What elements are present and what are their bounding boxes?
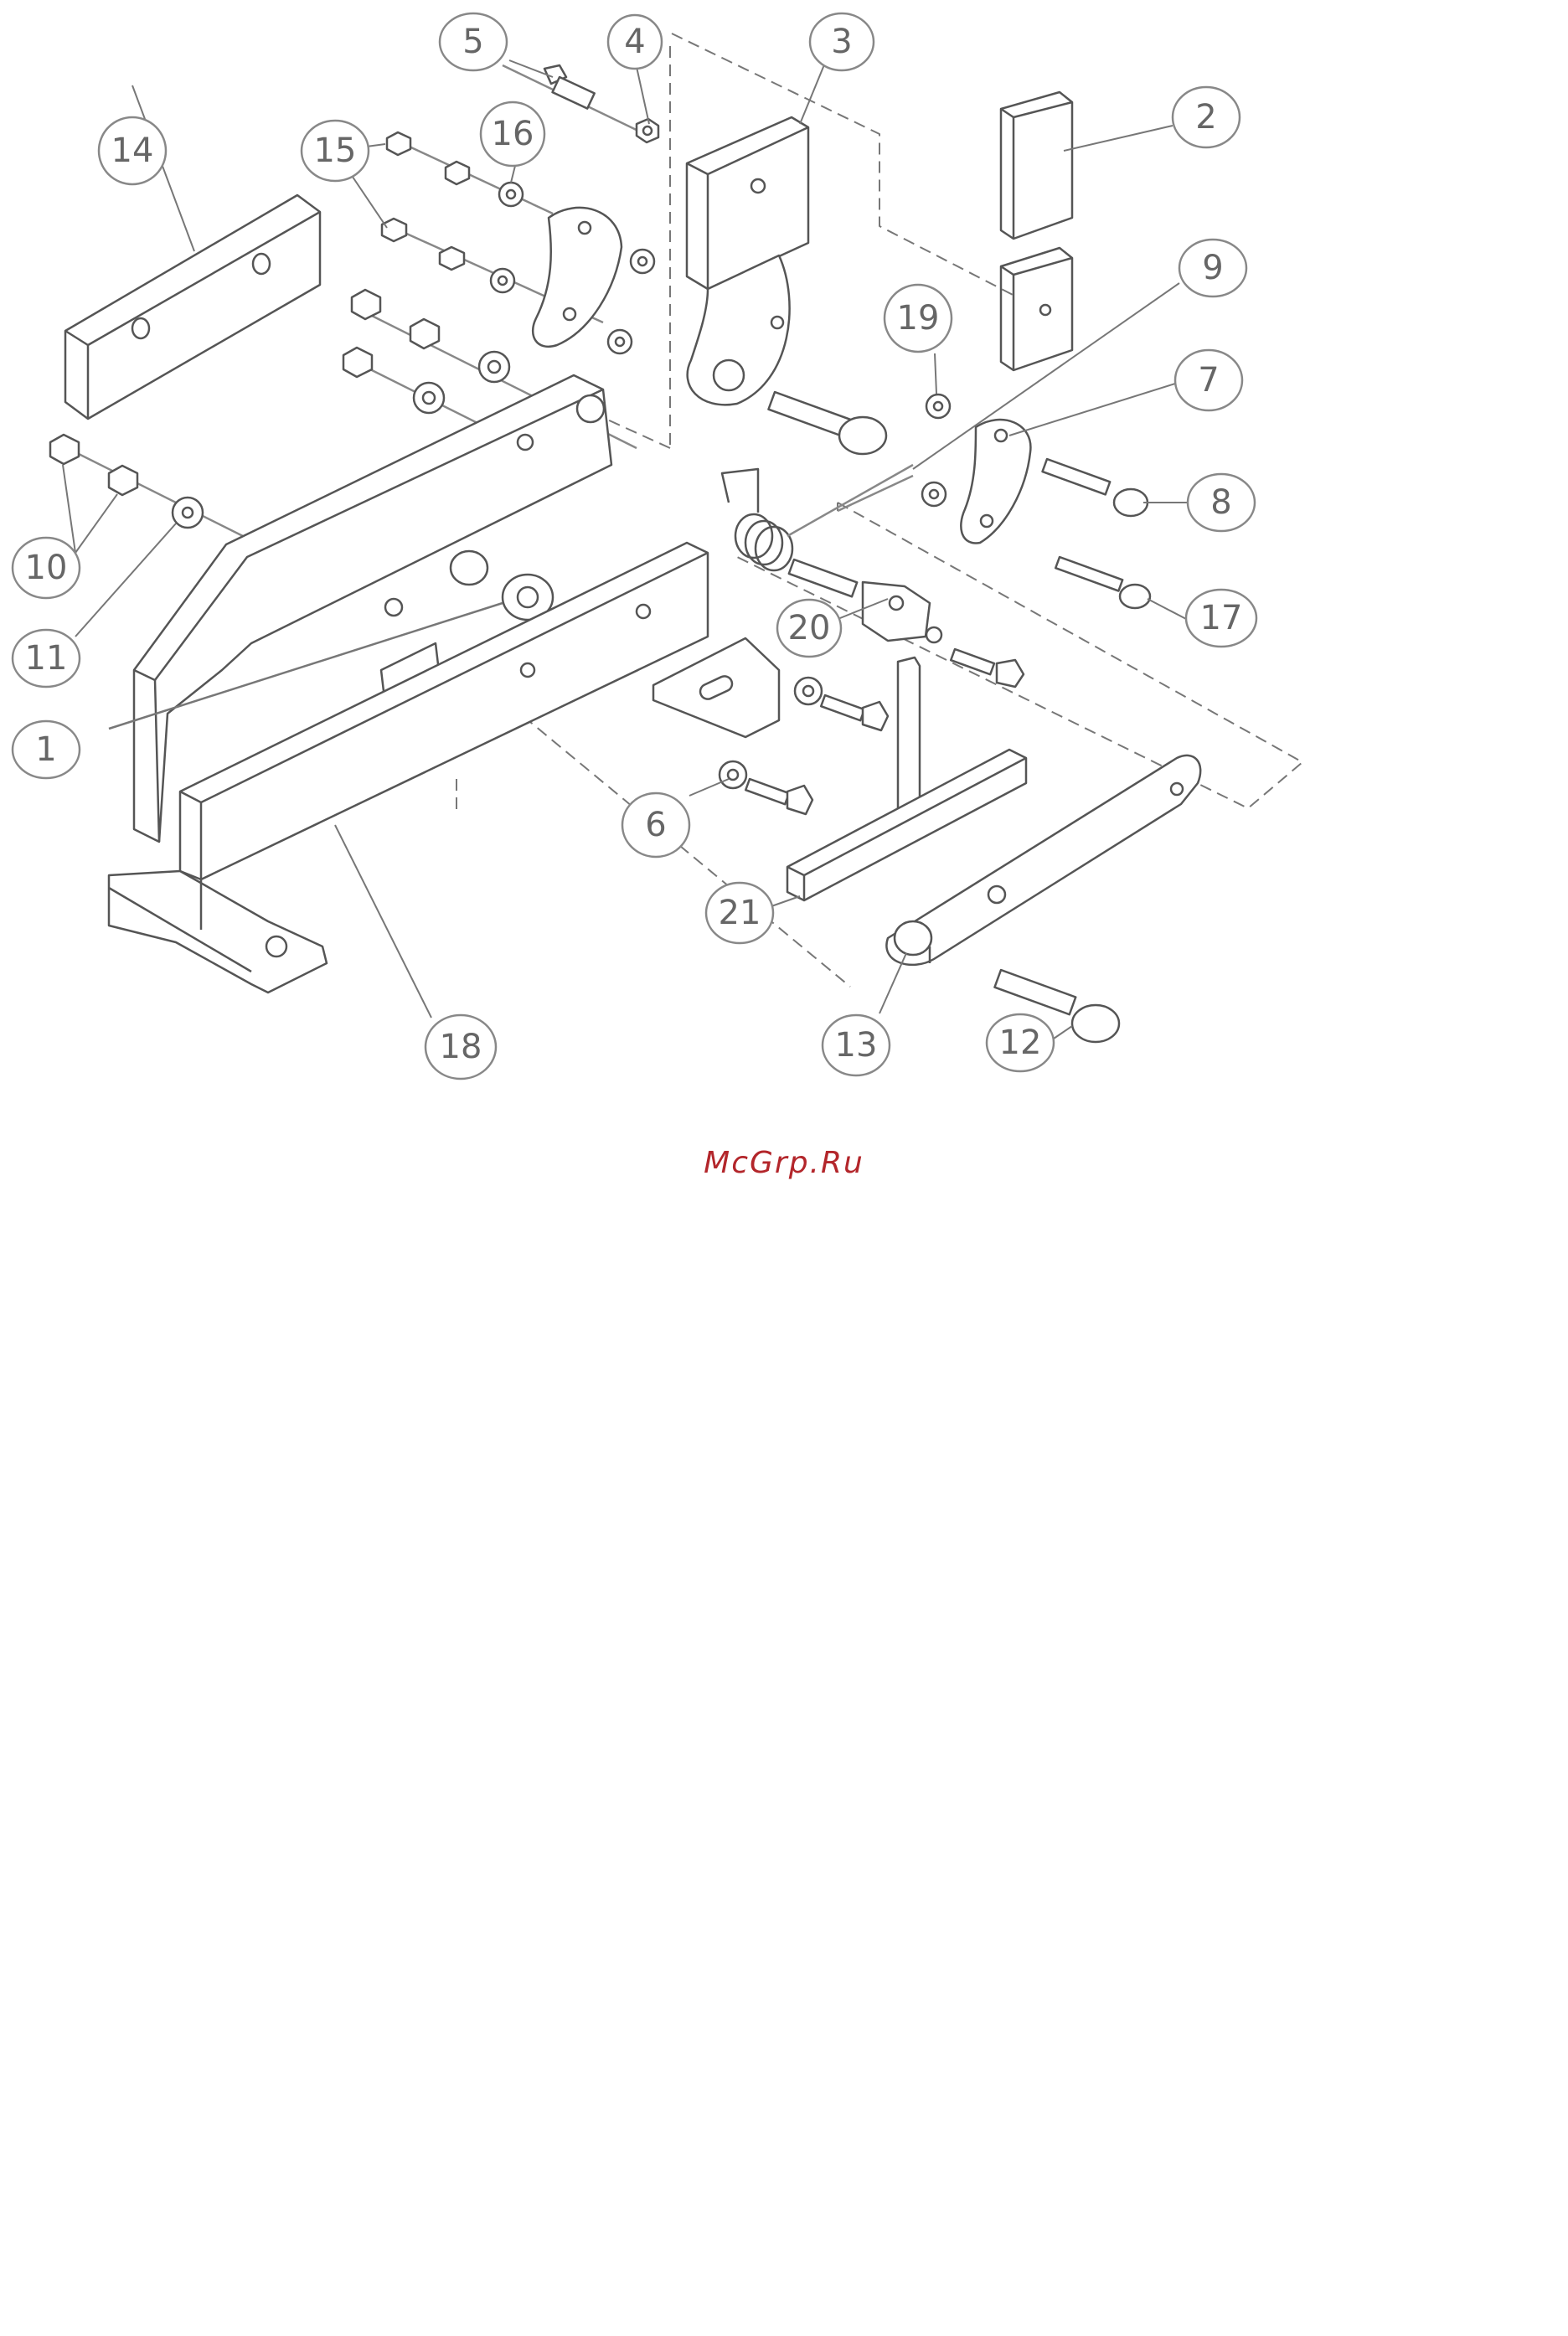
- upper-shoulder-bolt: [768, 392, 886, 454]
- part-17-bolt: [1055, 557, 1150, 608]
- callout-20: 20: [788, 609, 831, 647]
- part-16-washers: [491, 183, 523, 292]
- callout-1: 1: [35, 730, 56, 769]
- callout-5: 5: [462, 23, 483, 61]
- callout-8: 8: [1210, 483, 1231, 522]
- exploded-parts-diagram: 1 2 3 4 5 6 7 8 9 10 11 12 13 14 15 16 1…: [0, 0, 1568, 1089]
- part-2-blade-lower: [1001, 248, 1072, 370]
- callout-10: 10: [25, 549, 68, 587]
- part-14-front-plate: [65, 195, 320, 419]
- callout-11: 11: [25, 639, 68, 678]
- watermark-text: McGrp.Ru: [0, 1146, 1568, 1180]
- part-9-spring: [722, 465, 913, 570]
- callout-15: 15: [314, 131, 357, 170]
- callout-4: 4: [624, 23, 645, 61]
- upper-link-plate: [533, 208, 654, 353]
- part-18-main-body: [109, 375, 708, 993]
- part-8-bolt: [1043, 459, 1148, 516]
- part-21-handle: [787, 657, 1026, 900]
- callout-16: 16: [492, 115, 534, 153]
- part-13-lever-arm: [886, 755, 1200, 965]
- part-11-washer: [173, 498, 203, 528]
- part-4-nut: [637, 119, 658, 142]
- callout-21: 21: [719, 894, 761, 932]
- callout-3: 3: [831, 23, 852, 61]
- part-2-blade-upper: [1001, 92, 1072, 239]
- callout-6: 6: [645, 806, 666, 844]
- callout-14: 14: [111, 131, 154, 170]
- part-3-blade-holder: [687, 117, 808, 405]
- callout-9: 9: [1202, 249, 1223, 287]
- callout-17: 17: [1200, 599, 1243, 637]
- callout-18: 18: [440, 1028, 482, 1066]
- callout-19: 19: [897, 299, 940, 338]
- part-10-nuts: [50, 435, 243, 536]
- callout-13: 13: [835, 1026, 878, 1065]
- callout-7: 7: [1198, 361, 1219, 400]
- callout-12: 12: [999, 1024, 1042, 1062]
- part-19-washer: [926, 394, 950, 418]
- callout-2: 2: [1195, 98, 1216, 137]
